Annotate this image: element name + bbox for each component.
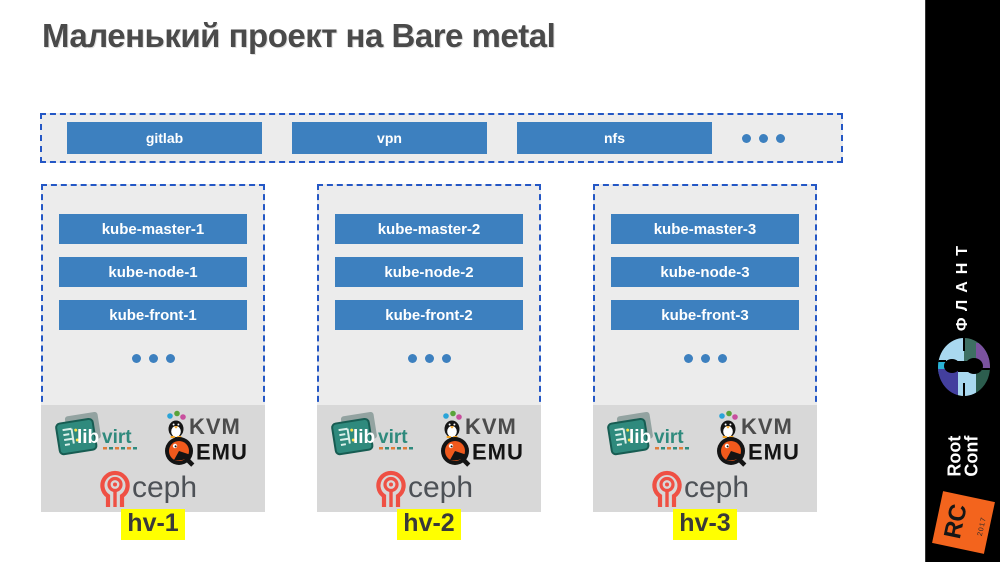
host-stack-hv-3: [593, 405, 817, 512]
flant-bug-logo-icon: [936, 336, 992, 398]
ellipsis-icon: [407, 354, 451, 363]
vm-panel-hv-2: kube-master-2 kube-node-2 kube-front-2: [317, 184, 541, 412]
slide-title: Маленький проект на Bare metal: [42, 17, 556, 54]
hv-1-label-wrap: hv-1: [41, 509, 265, 540]
host-stack-hv-1: [41, 405, 265, 512]
vm-kube-node-3: kube-node-3: [611, 257, 799, 287]
hv-2-label: hv-2: [397, 509, 461, 540]
hv-1-label: hv-1: [121, 509, 185, 540]
dot-icon: [742, 133, 751, 143]
vm-kube-front-2: kube-front-2: [335, 300, 523, 330]
vm-panel-hv-1: kube-master-1 kube-node-1 kube-front-1: [41, 184, 265, 412]
ceph-logo-icon: [372, 466, 486, 510]
qemu-logo-icon: [163, 434, 257, 468]
rootconf-badge-year: 2017: [976, 516, 988, 537]
rootconf-badge-text: RC: [938, 501, 973, 541]
ceph-logo-icon: [648, 466, 762, 510]
vm-kube-node-1: kube-node-1: [59, 257, 247, 287]
dot-icon: [683, 354, 693, 363]
service-nfs: nfs: [517, 122, 712, 154]
services-band: gitlab vpn nfs: [40, 113, 843, 163]
vm-kube-front-3: kube-front-3: [611, 300, 799, 330]
dot-icon: [700, 354, 710, 363]
libvirt-logo-icon: [329, 412, 435, 460]
rootconf-line2: Conf: [961, 435, 982, 477]
dot-icon: [148, 354, 158, 363]
vm-panel-hv-3: kube-master-3 kube-node-3 kube-front-3: [593, 184, 817, 412]
ellipsis-icon: [131, 354, 175, 363]
dot-icon: [131, 354, 141, 363]
qemu-logo-icon: [715, 434, 809, 468]
vm-kube-node-2: kube-node-2: [335, 257, 523, 287]
vm-kube-master-1: kube-master-1: [59, 214, 247, 244]
service-vpn: vpn: [292, 122, 487, 154]
rootconf-badge: RC 2017: [932, 491, 995, 554]
dot-icon: [717, 354, 727, 363]
conference-sidebar: ФЛАНТ Root Conf RC 2017: [925, 0, 1000, 562]
flant-brand-wrap: ФЛАНТ: [926, 236, 1000, 334]
qemu-logo-icon: [439, 434, 533, 468]
vm-kube-master-2: kube-master-2: [335, 214, 523, 244]
dot-icon: [776, 133, 785, 143]
dot-icon: [165, 354, 175, 363]
hv-2-label-wrap: hv-2: [317, 509, 541, 540]
libvirt-logo-icon: [605, 412, 711, 460]
ellipsis-icon: [742, 133, 785, 143]
dot-icon: [441, 354, 451, 363]
ceph-logo-icon: [96, 466, 210, 510]
rootconf-name-wrap: Root Conf: [926, 418, 1000, 494]
host-stack-hv-2: [317, 405, 541, 512]
dot-icon: [407, 354, 417, 363]
dot-icon: [759, 133, 768, 143]
hv-3-label-wrap: hv-3: [593, 509, 817, 540]
libvirt-logo-icon: [53, 412, 159, 460]
service-gitlab: gitlab: [67, 122, 262, 154]
flant-brand-text: ФЛАНТ: [954, 238, 972, 332]
dot-icon: [424, 354, 434, 363]
vm-kube-master-3: kube-master-3: [611, 214, 799, 244]
hv-3-label: hv-3: [673, 509, 737, 540]
vm-kube-front-1: kube-front-1: [59, 300, 247, 330]
ellipsis-icon: [683, 354, 727, 363]
